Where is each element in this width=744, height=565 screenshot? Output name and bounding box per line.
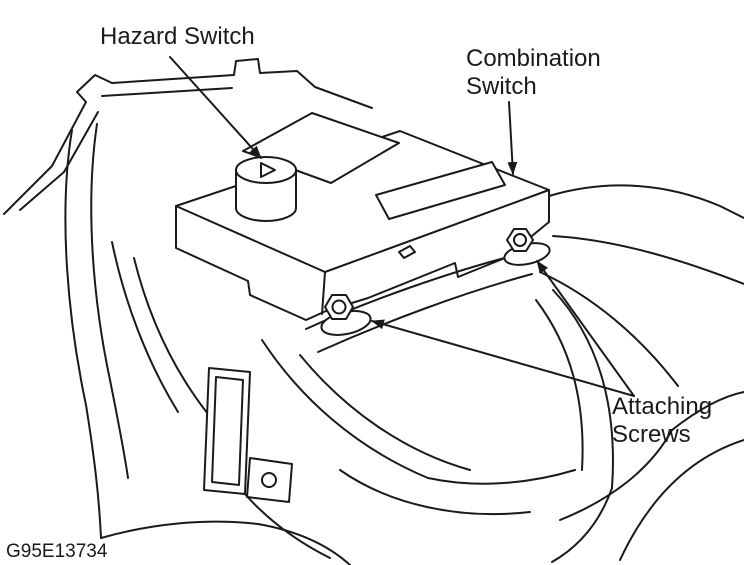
figure-id-label: G95E13734 bbox=[6, 541, 108, 562]
rear-screw-hex bbox=[506, 228, 534, 252]
hazard-switch-arrow bbox=[169, 56, 262, 159]
dash-opening-outer bbox=[111, 241, 179, 413]
dash-opening-inner bbox=[133, 257, 209, 415]
front-screw-head-circle bbox=[331, 299, 347, 315]
front-screw-hex bbox=[324, 294, 354, 320]
shroud-bottom-sweep bbox=[427, 469, 576, 485]
right-panel-top-edge bbox=[548, 184, 744, 219]
connector-inner bbox=[211, 376, 244, 486]
dash-top-edge bbox=[3, 58, 373, 215]
connector-block-drawing bbox=[203, 367, 331, 559]
attaching-screw-front bbox=[320, 294, 372, 336]
dash-panel-drawing bbox=[3, 58, 373, 539]
column-tail-right bbox=[619, 439, 744, 561]
dash-inner-edge bbox=[19, 111, 99, 211]
right-panel-lower-edge bbox=[552, 235, 744, 285]
column-tail-left bbox=[551, 487, 613, 563]
bracket-tab bbox=[246, 457, 293, 503]
column-lower-arc bbox=[339, 469, 531, 516]
combination-switch-drawing bbox=[175, 112, 550, 321]
bracket-hole bbox=[261, 472, 277, 488]
hazard-knob-body bbox=[235, 169, 297, 222]
switch-label-plate bbox=[375, 161, 506, 220]
hazard-switch-label: Hazard Switch bbox=[100, 23, 255, 50]
combination-switch-label-line1: Combination bbox=[466, 45, 601, 72]
attaching-screws-arrow-rear bbox=[536, 260, 635, 397]
leader-arrows bbox=[169, 56, 635, 397]
shroud-right-inner bbox=[535, 299, 584, 471]
right-shroud-curve bbox=[539, 271, 679, 387]
combination-switch-label-line2: Switch bbox=[466, 73, 537, 100]
combination-switch-arrow bbox=[507, 101, 518, 175]
rear-screw-head-circle bbox=[513, 233, 527, 247]
attaching-screws-arrow-front bbox=[371, 319, 635, 397]
switch-front-crease bbox=[321, 271, 326, 315]
drawing-strokes bbox=[3, 56, 744, 565]
shroud-right-outer bbox=[552, 289, 614, 489]
right-panel-drawing bbox=[548, 184, 744, 285]
left-pillar-outer bbox=[64, 129, 102, 539]
bottom-contours-drawing bbox=[100, 520, 351, 565]
steering-column-drawing bbox=[261, 255, 744, 563]
bottom-wave-left bbox=[100, 520, 259, 539]
attaching-screws-label-line1: Attaching bbox=[612, 393, 712, 420]
hazard-knob-top bbox=[235, 156, 297, 184]
attaching-screw-rear bbox=[503, 228, 551, 266]
hazard-switch-drawing bbox=[235, 156, 297, 222]
switch-raised-plate bbox=[242, 112, 400, 184]
shroud-left-curve bbox=[261, 339, 429, 479]
clamp-band-lower bbox=[317, 273, 533, 353]
attaching-screws-label-line2: Screws bbox=[612, 421, 691, 448]
dash-lip-line bbox=[101, 87, 233, 97]
bottom-wave-right bbox=[257, 523, 351, 565]
left-pillar-inner bbox=[90, 123, 129, 479]
hazard-triangle-icon bbox=[260, 162, 276, 178]
diagram-labels: Hazard Switch Combination Switch Attachi… bbox=[6, 23, 712, 562]
column-tail-upper bbox=[671, 391, 744, 431]
connector-lower-curve bbox=[244, 493, 331, 559]
column-lower-right-arc bbox=[559, 429, 673, 521]
switch-vent-hole bbox=[398, 245, 416, 259]
shroud-mid-curve bbox=[299, 354, 471, 471]
